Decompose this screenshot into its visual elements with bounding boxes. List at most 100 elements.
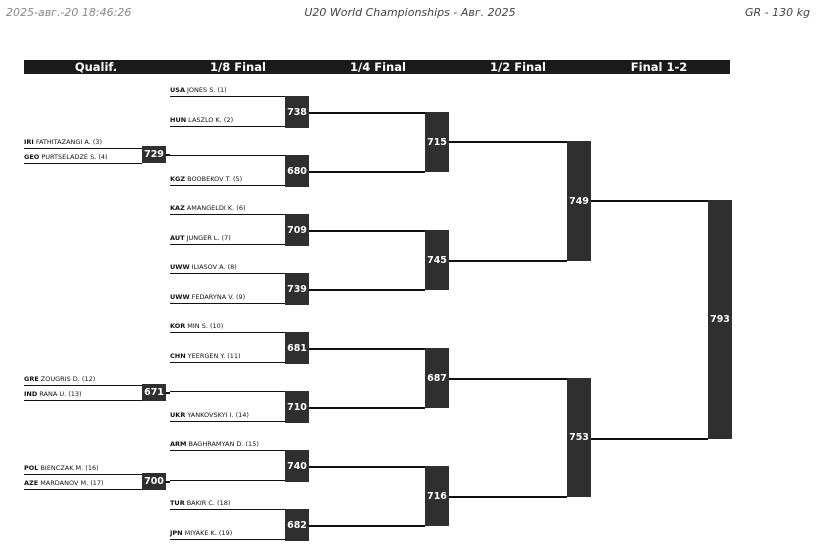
round-header-eighth-final: 1/8 Final [168, 60, 308, 74]
bout-number: 793 [708, 200, 732, 439]
competitor-nation: JPN [170, 529, 183, 537]
competitor-nation: IND [24, 390, 38, 398]
bracket-connector [309, 112, 425, 114]
competitor-slot-qualifier [170, 144, 285, 156]
competitor-nation: AZE [24, 479, 39, 487]
round-header-final: Final 1-2 [588, 60, 730, 74]
competitor-nation: GEO [24, 153, 40, 161]
bout-number: 715 [425, 112, 449, 172]
bout-number: 739 [285, 273, 309, 305]
bracket-connector [449, 378, 567, 380]
round-header-quarter-final: 1/4 Final [308, 60, 448, 74]
competitor-nation: TUR [170, 499, 185, 507]
bout-number: 709 [285, 214, 309, 246]
bout-number: 745 [425, 230, 449, 290]
competitor-name: BIENCZAK M. (16) [40, 464, 99, 472]
competitor-name: PURTSELADZE S. (4) [41, 153, 108, 161]
bracket-connector [309, 230, 425, 232]
bout-number: 729 [142, 146, 166, 163]
bracket-connector [449, 496, 567, 498]
competitor-name: MARDANOV M. (17) [40, 479, 104, 487]
bracket-connector [309, 289, 425, 291]
bout-number: 716 [425, 466, 449, 526]
competitor-nation: AUT [170, 234, 185, 242]
bout-number: 710 [285, 391, 309, 423]
bout-number: 738 [285, 96, 309, 128]
bracket-connector [449, 260, 567, 262]
competitor-name: LASZLO K. (2) [188, 116, 234, 124]
bout-number: 749 [567, 141, 591, 261]
competitor-name: BAKIR C. (18) [186, 499, 231, 507]
competitor-name: MIYAKE K. (19) [184, 529, 233, 537]
event-title: U20 World Championships - Авг. 2025 [304, 6, 516, 19]
competitor-name: FATHITAZANGI A. (3) [35, 138, 103, 146]
competitor-nation: ARM [170, 440, 187, 448]
bout-number: 680 [285, 155, 309, 187]
competitor-nation: KOR [170, 322, 186, 330]
bout-number: 682 [285, 509, 309, 541]
weight-category: GR - 130 kg [745, 6, 810, 19]
bout-number: 681 [285, 332, 309, 364]
bracket-connector [309, 525, 425, 527]
competitor-nation: USA [170, 86, 185, 94]
competitor-slot-qualifier [170, 469, 285, 481]
round-header-qualification: Qualif. [24, 60, 168, 74]
bracket-connector [591, 438, 708, 440]
bout-number: 671 [142, 384, 166, 401]
competitor-name: RANA U. (13) [39, 390, 82, 398]
competitor-nation: UKR [170, 411, 186, 419]
competitor-name: AMANGELDI K. (6) [186, 204, 246, 212]
competitor-slot-qualifier [170, 380, 285, 392]
competitor-name: BOOBEKOV T. (5) [187, 175, 243, 183]
competitor-name: ILIASOV A. (8) [191, 263, 237, 271]
competitor-name: FEDARYNA V. (9) [191, 293, 246, 301]
bracket-connector [591, 200, 708, 202]
competitor-name: ZOUGRIS D. (12) [40, 375, 96, 383]
competitor-nation: UWW [170, 293, 190, 301]
competitor-nation: KAZ [170, 204, 185, 212]
bout-number: 700 [142, 473, 166, 490]
bracket-connector [449, 141, 567, 143]
print-timestamp: 2025-авг.-20 18:46:26 [6, 6, 132, 19]
bracket-connector [309, 171, 425, 173]
competitor-name: YANKOVSKYI I. (14) [187, 411, 249, 419]
competitor-nation: POL [24, 464, 39, 472]
competitor-name: JUNGER L. (7) [186, 234, 231, 242]
bracket-connector [309, 348, 425, 350]
bracket-connector [166, 392, 170, 394]
bracket-connector [309, 407, 425, 409]
bracket-connector [309, 466, 425, 468]
competitor-nation: HUN [170, 116, 187, 124]
competitor-name: YEERGEN Y. (11) [187, 352, 241, 360]
competitor-nation: GRE [24, 375, 39, 383]
round-header-semi-final: 1/2 Final [448, 60, 588, 74]
bracket-connector [166, 154, 170, 156]
bout-number: 687 [425, 348, 449, 408]
competitor-nation: UWW [170, 263, 190, 271]
competitor-nation: KGZ [170, 175, 186, 183]
competitor-nation: CHN [170, 352, 186, 360]
bout-number: 740 [285, 450, 309, 482]
competitor-nation: IRI [24, 138, 34, 146]
competitor-name: JONES S. (1) [187, 86, 227, 94]
competitor-name: MIN S. (10) [187, 322, 224, 330]
